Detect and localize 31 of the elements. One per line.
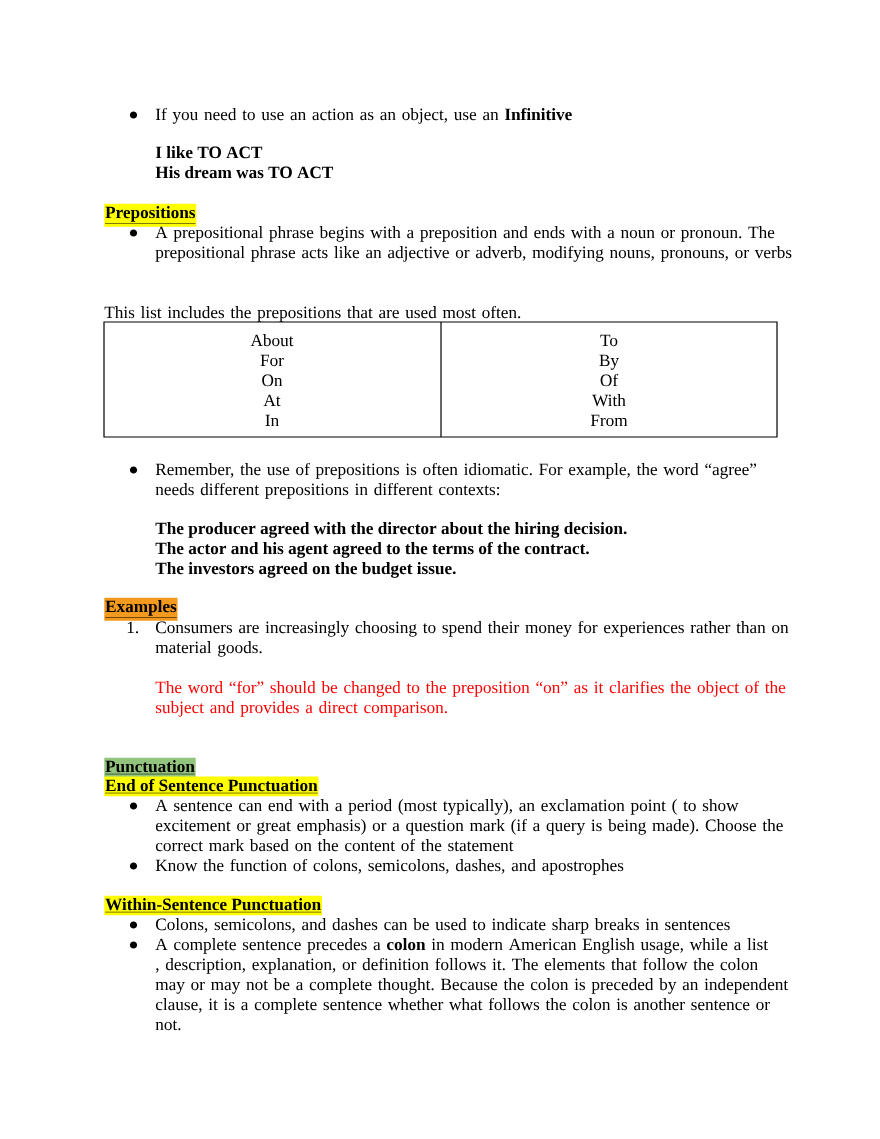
correction-note: The word “for” should be changed to the preposition “on” as it clarifies the object of the subject and provides a direct comparison. <box>155 680 786 717</box>
section-heading: Punctuation <box>104 757 196 778</box>
bullet-text: A complete sentence precedes a colon in modern American English usage, while a list , description, explanation, or definition follows it. The elements that follow the colon may or may not be a complete thought. Because the colon is preceded by an independent clause, it is a complete sentence whether what follows the colon is another sentence or not. <box>155 938 789 1031</box>
section-heading: Prepositions <box>104 203 197 227</box>
preposition-word: At <box>263 394 281 407</box>
section-heading: Within-Sentence Punctuation <box>104 895 322 916</box>
preposition-word: In <box>265 414 279 426</box>
body-text: This list includes the prepositions that are used most often. <box>104 305 521 322</box>
bullet-text: Colons, semicolons, and dashes can be used to indicate sharp breaks in sentences <box>156 918 730 934</box>
bullet-text: Remember, the use of prepositions is often idiomatic. For example, the word “agree” needs different prepositions in different contexts: <box>155 462 757 499</box>
section-heading: End of Sentence Punctuation <box>104 776 319 797</box>
section-heading: Examples <box>104 597 178 621</box>
preposition-word: By <box>599 354 619 370</box>
bullet-text: Know the function of colons, semicolons, dashes, and apostrophes <box>155 858 624 875</box>
bullet-text: A sentence can end with a period (most typically), an exclamation point ( to show excitement or great emphasis) or a question mark (if a query is being made). Choose the correct mark based on the content of the statement <box>155 799 783 852</box>
example-sentence: I like TO ACT <box>155 146 263 159</box>
example-sentence: His dream was TO ACT <box>155 166 334 179</box>
list-number: 1. <box>127 621 138 634</box>
example-sentence: The actor and his agent agreed to the terms of the contract. <box>155 541 589 558</box>
preposition-word: About <box>250 334 294 347</box>
example-sentence: The producer agreed with the director about the hiring decision. <box>155 522 627 538</box>
body-text: Consumers are increasingly choosing to spend their money for experiences rather than on material goods. <box>155 620 789 657</box>
bullet-text: If you need to use an action as an object, use an Infinitive <box>155 107 572 124</box>
preposition-word: From <box>590 414 628 427</box>
preposition-word: To <box>600 334 618 347</box>
preposition-word: With <box>592 394 626 407</box>
preposition-word: Of <box>600 373 619 387</box>
example-sentence: The investors agreed on the budget issue. <box>155 562 456 578</box>
preposition-word: On <box>262 374 283 387</box>
preposition-word: For <box>260 354 284 367</box>
bullet-text: A prepositional phrase begins with a preposition and ends with a noun or pronoun. The prepositional phrase acts like an adjective or adverb, modifying nouns, pronouns, or verbs <box>155 226 792 262</box>
